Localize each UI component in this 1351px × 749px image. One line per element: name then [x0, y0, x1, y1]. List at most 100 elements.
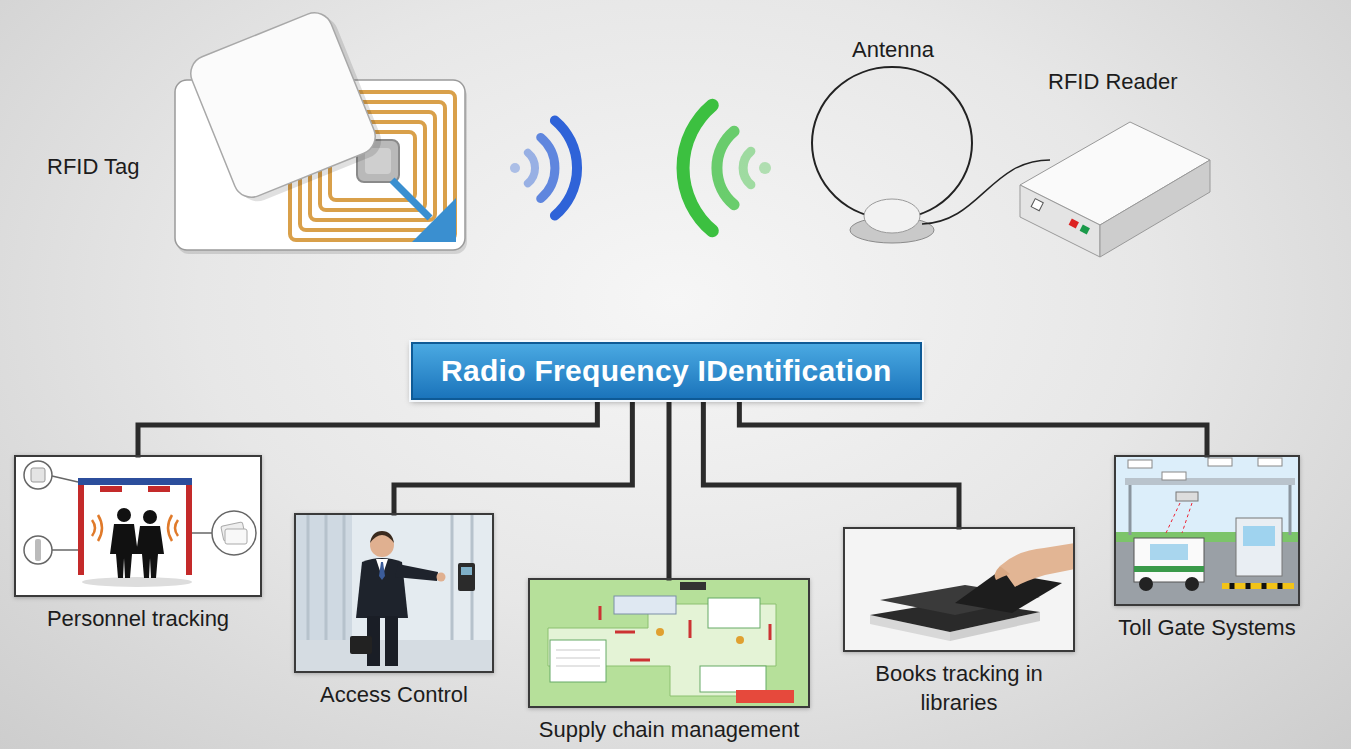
connector-line	[138, 400, 597, 455]
toll-gate-picture	[1208, 458, 1232, 466]
toll-gate-picture	[1134, 566, 1204, 572]
personnel-tracking-picture	[78, 485, 84, 575]
picture-frame	[528, 578, 810, 708]
access-control-picture	[437, 573, 446, 582]
personnel-tracking-picture	[192, 532, 212, 534]
panel-caption: Books tracking in libraries	[873, 659, 1045, 717]
toll-gate-picture	[1150, 544, 1188, 560]
connector-line	[394, 400, 632, 513]
rfid-tag-illustration	[412, 198, 456, 242]
connector-line	[739, 400, 1207, 455]
access-control-picture	[370, 531, 394, 543]
radio-waves	[528, 153, 535, 184]
rfid-tag-illustration	[392, 180, 430, 218]
access-control-picture	[461, 567, 472, 575]
radio-waves	[510, 105, 771, 231]
panel-caption: Supply chain management	[448, 715, 890, 744]
antenna-illustration	[864, 199, 920, 233]
part-label: RFID Tag	[47, 153, 140, 181]
books-picture	[843, 527, 1075, 652]
books-picture	[843, 527, 1075, 652]
part-label: Antenna	[852, 36, 934, 64]
supply-chain-picture	[600, 606, 770, 660]
books-picture	[955, 572, 1062, 613]
toll-gate-picture	[1139, 577, 1153, 591]
personnel-tracking-picture	[136, 526, 164, 578]
radio-waves	[683, 105, 712, 231]
antenna-illustration	[812, 67, 972, 219]
personnel-tracking-picture	[24, 461, 52, 489]
supply-chain-picture	[680, 582, 706, 590]
panel-caption: Personnel tracking	[0, 604, 342, 633]
radio-waves	[743, 151, 751, 185]
toll-gate-picture	[1222, 583, 1294, 589]
supply-chain-picture	[556, 650, 600, 666]
toll-gate-picture	[1176, 492, 1198, 501]
antenna-illustration	[812, 67, 1050, 243]
application-panel: Personnel tracking	[14, 455, 262, 633]
connector-line	[667, 400, 672, 578]
toll-gate-picture	[1258, 458, 1282, 466]
application-panel: Access Control	[294, 513, 494, 709]
application-panel: Toll Gate Systems	[1114, 455, 1300, 642]
rfid-tag-illustration	[175, 7, 467, 254]
personnel-tracking-picture	[24, 536, 52, 564]
picture-frame	[843, 527, 1075, 652]
part-label: RFID Reader	[1048, 68, 1178, 96]
access-control-picture	[294, 513, 494, 673]
supply-chain-picture	[528, 578, 810, 708]
toll-gate-picture	[1125, 478, 1295, 485]
supply-chain-picture	[700, 666, 766, 692]
personnel-tracking-picture	[110, 524, 138, 578]
access-control-picture	[458, 563, 475, 591]
access-control-picture	[385, 616, 398, 666]
personnel-tracking-picture	[148, 486, 170, 492]
radio-waves	[717, 131, 734, 205]
personnel-tracking-picture	[82, 577, 192, 587]
picture-frame	[1114, 455, 1300, 606]
toll-gate-picture	[1185, 577, 1199, 591]
rfid-reader-illustration	[1080, 225, 1090, 235]
rfid-reader-illustration	[1020, 122, 1210, 257]
supply-chain-picture	[656, 628, 664, 636]
toll-gate-picture	[1162, 472, 1186, 480]
title-text: Radio Frequency IDentification	[441, 352, 892, 390]
toll-gate-picture	[1134, 538, 1204, 582]
access-control-picture	[350, 636, 372, 654]
personnel-tracking-picture	[31, 468, 45, 482]
access-control-picture	[395, 564, 438, 581]
radio-waves	[541, 137, 555, 198]
radio-waves	[555, 121, 577, 216]
radio-waves	[759, 162, 771, 174]
personnel-tracking-picture	[225, 529, 247, 544]
application-panel: Supply chain management	[528, 578, 810, 744]
rfid-reader-illustration	[1100, 160, 1210, 257]
rfid-reader-illustration	[1031, 199, 1043, 211]
toll-gate-picture	[1128, 458, 1282, 480]
application-panel: Books tracking in libraries	[843, 527, 1075, 717]
panel-caption: Toll Gate Systems	[1034, 613, 1351, 642]
title-box: Radio Frequency IDentification	[411, 342, 922, 400]
toll-gate-picture	[1232, 583, 1280, 589]
supply-chain-picture	[614, 596, 676, 614]
personnel-tracking-picture	[100, 486, 122, 492]
personnel-tracking-picture	[78, 478, 192, 485]
rfid-reader-illustration	[1069, 219, 1079, 229]
supply-chain-picture	[708, 598, 760, 628]
rfid-tag-illustration	[185, 7, 380, 202]
supply-chain-picture	[736, 690, 794, 703]
books-picture	[995, 566, 1010, 580]
supply-chain-picture	[550, 640, 606, 682]
personnel-tracking-picture	[52, 476, 78, 482]
toll-gate-picture	[1166, 503, 1192, 533]
personnel-tracking-picture	[117, 508, 131, 522]
toll-gate-picture	[1128, 460, 1152, 468]
radio-waves	[510, 163, 520, 173]
picture-frame	[14, 455, 262, 597]
rfid-reader-illustration	[1020, 185, 1100, 257]
toll-gate-picture	[1236, 518, 1282, 576]
panel-caption: Access Control	[214, 680, 574, 709]
personnel-tracking-picture	[212, 511, 256, 555]
supply-chain-picture	[528, 578, 810, 708]
